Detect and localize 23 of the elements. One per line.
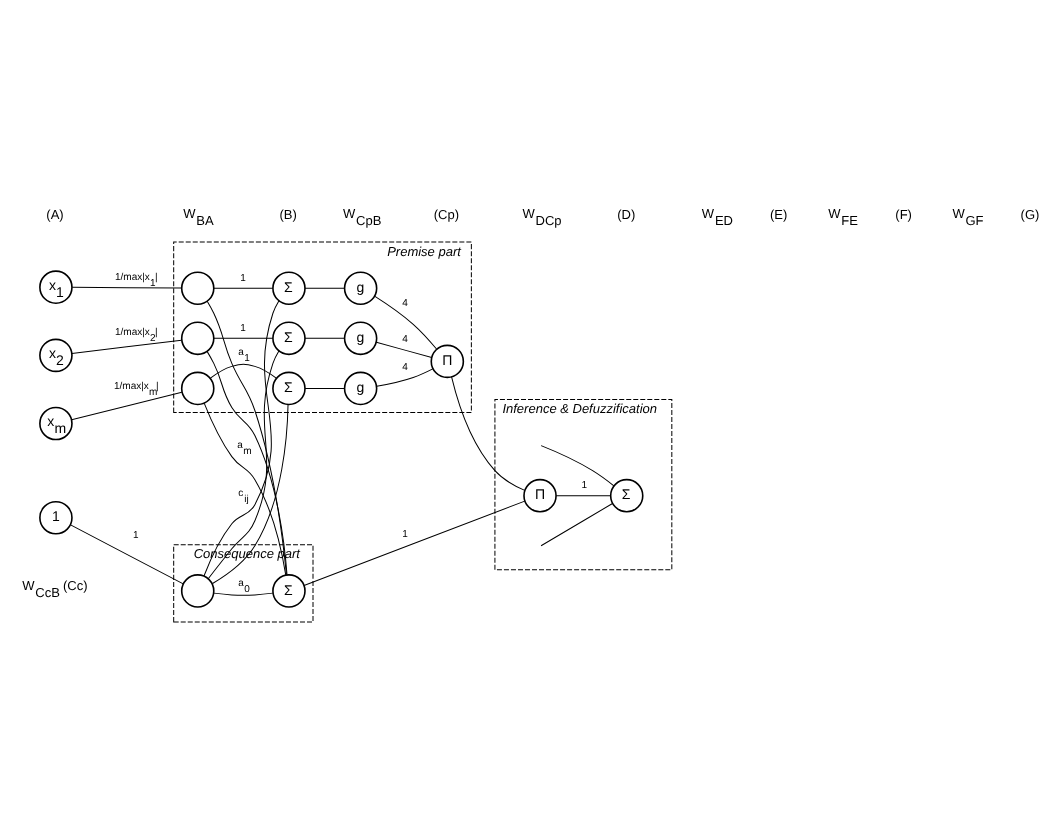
connector — [71, 338, 182, 354]
connector — [540, 444, 615, 486]
connector — [71, 285, 183, 288]
node-circle — [180, 370, 215, 405]
node-circle — [180, 270, 215, 305]
connector — [71, 390, 183, 420]
node-circle — [180, 573, 215, 607]
connector — [451, 375, 526, 490]
node-circle — [180, 320, 215, 355]
connector — [213, 336, 274, 338]
connector — [555, 494, 611, 496]
connector — [375, 340, 433, 357]
connector — [209, 362, 277, 378]
connector — [213, 591, 274, 595]
connector — [374, 294, 438, 349]
connector — [303, 499, 526, 585]
connector — [304, 286, 346, 288]
connector — [304, 336, 346, 338]
connector — [376, 367, 434, 386]
connector — [540, 502, 613, 546]
connector — [213, 286, 274, 288]
connector — [304, 386, 346, 388]
connector — [70, 523, 184, 584]
